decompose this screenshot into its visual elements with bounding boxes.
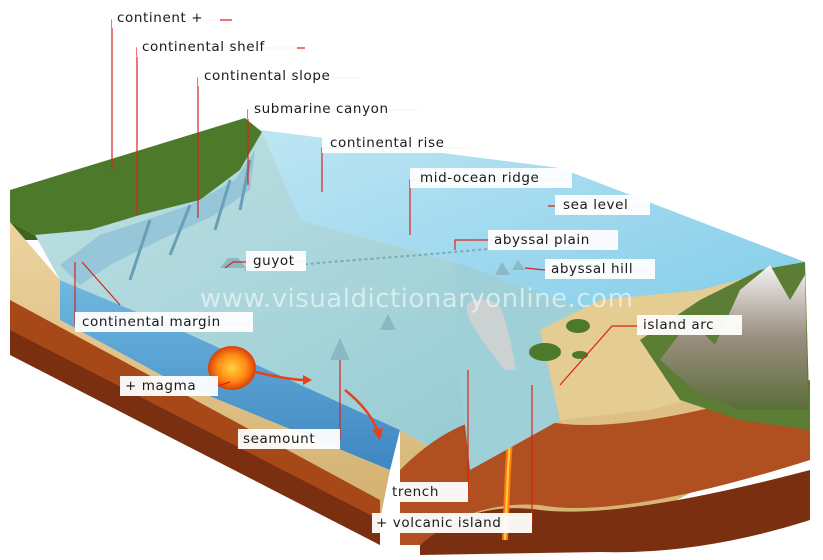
label-sea-level[interactable]: sea level: [563, 197, 628, 213]
label-volcanic-island[interactable]: + volcanic island: [376, 515, 501, 531]
label-continental-shelf[interactable]: continental shelf: [142, 39, 265, 55]
island-arc-island: [566, 319, 590, 333]
label-abyssal-hill[interactable]: abyssal hill: [551, 261, 633, 277]
watermark: www.visualdictionaryonline.com: [200, 284, 633, 314]
label-trench[interactable]: trench: [392, 484, 439, 500]
label-continent[interactable]: continent +: [117, 10, 203, 26]
label-continental-rise[interactable]: continental rise: [330, 135, 445, 151]
label-continental-margin[interactable]: continental margin: [82, 314, 221, 330]
label-submarine-canyon[interactable]: submarine canyon: [254, 101, 389, 117]
label-magma[interactable]: + magma: [125, 378, 196, 394]
label-mid-ocean-ridge[interactable]: mid-ocean ridge: [420, 170, 539, 186]
label-continental-slope[interactable]: continental slope: [204, 68, 330, 84]
label-island-arc[interactable]: island arc: [643, 317, 714, 333]
label-abyssal-plain[interactable]: abyssal plain: [494, 232, 590, 248]
label-guyot[interactable]: guyot: [253, 253, 295, 269]
label-seamount[interactable]: seamount: [243, 431, 315, 447]
volcanic-island: [529, 343, 561, 361]
